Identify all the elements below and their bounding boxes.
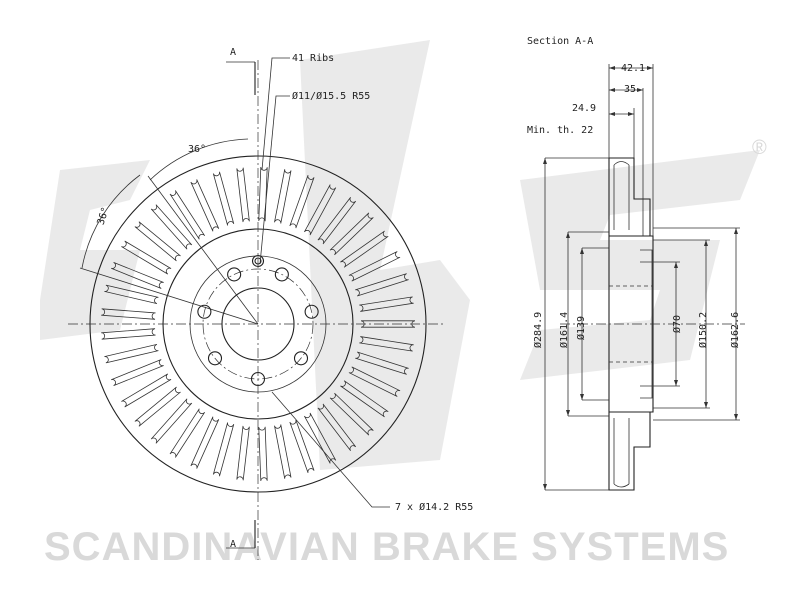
watermark-b (300, 40, 470, 470)
rib (212, 171, 235, 226)
section-view (543, 64, 745, 491)
rib (329, 392, 374, 436)
dia-1614-label: Ø161.4 (558, 312, 570, 348)
bolt-hidden-lines (609, 285, 653, 363)
rib (169, 408, 206, 458)
ribs-leader (261, 57, 290, 171)
right-extension-lines (653, 227, 740, 421)
rib (104, 284, 159, 305)
rib (236, 167, 250, 223)
rib (359, 336, 414, 352)
vent-caps (613, 161, 630, 488)
bolt-hole (227, 267, 242, 282)
rib (169, 190, 206, 240)
section-marker-bottom: A (230, 539, 236, 550)
angle-label-1: 36° (188, 144, 206, 155)
bolt-hole (274, 267, 289, 282)
dia-1626-label: Ø162.6 (729, 312, 741, 348)
right-dimension-lines (675, 228, 737, 420)
angle-arc-1 (149, 138, 249, 181)
watermark-s-right (520, 150, 760, 380)
rib (258, 426, 268, 482)
rib (121, 373, 172, 408)
rib (317, 403, 357, 452)
rib (274, 424, 292, 479)
rib (111, 261, 164, 289)
rib (258, 166, 268, 222)
left-dimension-lines (544, 158, 583, 490)
bolt-hole (207, 351, 223, 366)
small-hole-leader (259, 95, 290, 265)
bolt-holes-leader (271, 391, 390, 508)
dia-70-label: Ø70 (671, 315, 683, 333)
dim-249-label: 24.9 (572, 103, 596, 114)
dim-35-label: 35 (624, 84, 636, 95)
rib (150, 398, 193, 444)
dia-1502-label: Ø150.2 (697, 312, 709, 348)
sbs-watermark (40, 40, 760, 470)
dia-139-label: Ø139 (575, 316, 587, 340)
min-thickness-label: Min. th. 22 (527, 125, 593, 136)
rib (236, 425, 250, 481)
registered-mark: ® (752, 137, 767, 159)
hat-face-lines (609, 235, 653, 413)
rib (212, 422, 235, 477)
left-extension-lines (545, 157, 609, 491)
rib (360, 320, 416, 328)
bolt-hole (293, 351, 309, 366)
rib (101, 328, 156, 340)
rib (340, 230, 389, 268)
bolt-holes-label: 7 x Ø14.2 R55 (395, 501, 473, 513)
rib (134, 386, 181, 427)
rib (111, 359, 164, 387)
rib (289, 419, 315, 473)
section-marker-top: A (230, 47, 236, 58)
rib (104, 343, 159, 364)
rib (134, 221, 181, 262)
rib (274, 169, 292, 224)
section-title: Section A-A (527, 36, 593, 47)
angle-ray-2 (79, 267, 259, 325)
rib (317, 196, 357, 245)
watermark-s-left (40, 160, 150, 340)
top-extension-lines (608, 64, 654, 236)
ribs-label: 41 Ribs (292, 53, 334, 64)
angle-label-2: 36° (96, 206, 112, 227)
rib (348, 366, 401, 397)
bolt-hole (304, 304, 319, 319)
bolt-hole (197, 304, 212, 319)
dia-2849-label: Ø284.9 (532, 312, 544, 348)
rib (190, 416, 220, 469)
rib (101, 308, 156, 320)
watermark-text: SCANDINAVIAN BRAKE SYSTEMS (44, 525, 729, 569)
dim-42-label: 42.1 (621, 63, 645, 74)
bore-lines (640, 261, 652, 387)
small-hole-label: Ø11/Ø15.5 R55 (292, 90, 370, 102)
angle-arc-2 (81, 174, 141, 269)
angle-ray-1 (147, 175, 259, 325)
rib (190, 179, 220, 232)
vent-lines (613, 165, 630, 484)
